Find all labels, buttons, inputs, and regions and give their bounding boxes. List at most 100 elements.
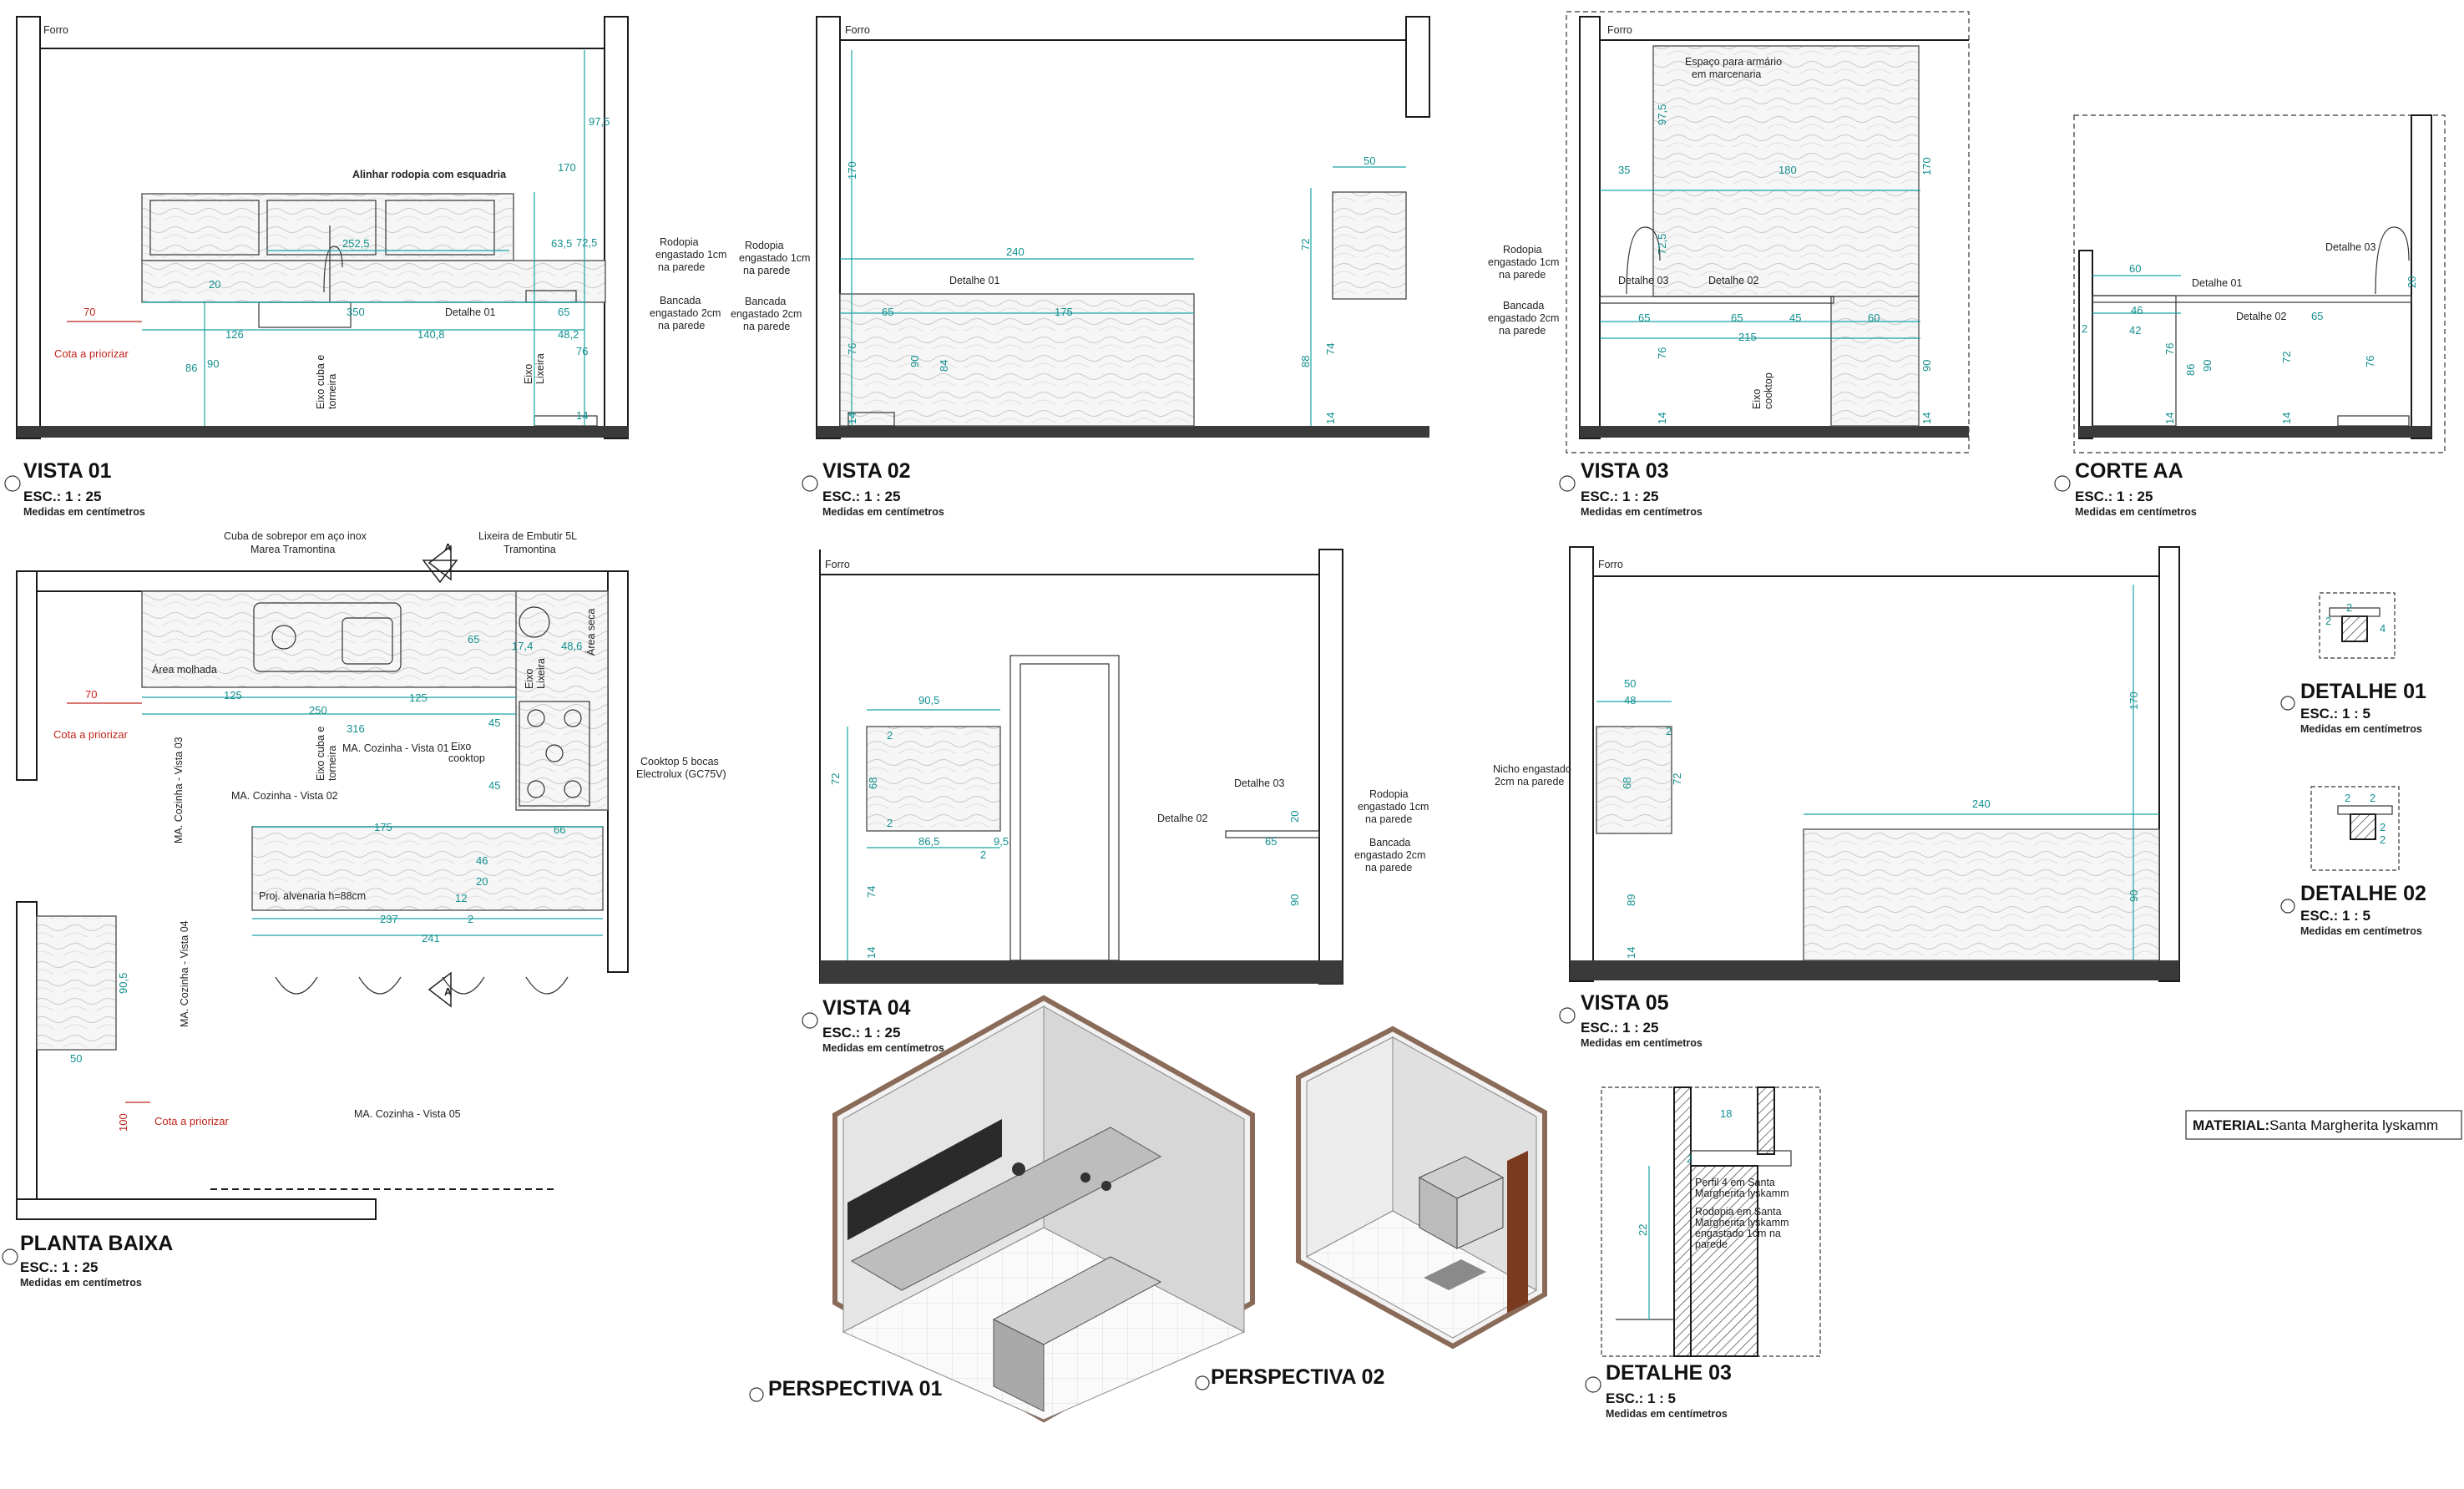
v04-dim-86-5: 86,5 xyxy=(918,835,939,848)
v03-dim-215: 215 xyxy=(1738,331,1757,343)
v03-detalhe02: Detalhe 02 xyxy=(1708,275,1759,286)
v02-dim-240: 240 xyxy=(1006,246,1025,258)
corte-dim-60: 60 xyxy=(2129,262,2141,275)
v02-dim-170: 170 xyxy=(846,161,858,180)
planta-dim-90-5: 90,5 xyxy=(117,973,129,994)
det03-dim-18: 18 xyxy=(1720,1107,1732,1120)
v03-bancada-1: Bancada xyxy=(1503,300,1544,311)
vista-02: Forro 170 240 50 72 65 175 76 90 84 88 7… xyxy=(731,16,1430,518)
v05-dim-2: 2 xyxy=(1666,725,1672,737)
corte-aa-title: CORTE AA xyxy=(2075,459,2183,483)
planta-eixo-cooktop-1: Eixo xyxy=(451,741,471,752)
v04-dim-74: 74 xyxy=(865,886,878,898)
detalhe-02-medidas: Medidas em centímetros xyxy=(2300,925,2422,937)
planta-dim-175: 175 xyxy=(374,821,392,833)
v03-bancada-3: na parede xyxy=(1499,325,1546,337)
v04-dim-90: 90 xyxy=(1288,894,1301,906)
v05-forro: Forro xyxy=(1598,559,1623,570)
v01-rodopia-2: engastado 1cm xyxy=(655,249,726,261)
vista-05-title: VISTA 05 xyxy=(1581,991,1669,1015)
corte-detalhe01: Detalhe 01 xyxy=(2192,277,2243,289)
v01-eixo-cuba-2: torneira xyxy=(326,374,338,409)
detalhe-01-title: DETALHE 01 xyxy=(2300,680,2426,703)
v04-bancada-2: engastado 2cm xyxy=(1354,849,1425,861)
v05-dim-68: 68 xyxy=(1621,777,1633,789)
vista-04-esc: ESC.: xyxy=(822,1025,860,1041)
v01-dim-140-8: 140,8 xyxy=(417,328,445,341)
vista-04: Forro 90,5 72 68 86,5 9,5 2 2 20 65 74 9… xyxy=(802,549,1429,1054)
v01-dim-86: 86 xyxy=(185,362,197,374)
v01-dim-65: 65 xyxy=(558,306,569,318)
detalhe-02: 2 2 2 2 DETALHE 02 ESC.: 1 : 5 Medidas e… xyxy=(2280,786,2426,937)
v03-dim-90: 90 xyxy=(1920,360,1933,372)
vista-03: Forro 97,5 35 180 170 72,5 65 65 45 60 2… xyxy=(1488,11,1970,518)
v03-dim-65-b: 65 xyxy=(1731,311,1743,324)
v03-dim-45: 45 xyxy=(1789,311,1801,324)
v01-rodopia-1: Rodopia xyxy=(660,236,699,248)
corte-aa-scale: 1 : 25 xyxy=(2117,489,2153,504)
corte-dim-14-b: 14 xyxy=(2280,413,2293,424)
v04-dim-2-b: 2 xyxy=(887,817,893,829)
vista-04-medidas: Medidas em centímetros xyxy=(822,1042,944,1054)
planta-eixo-cuba-2: torneira xyxy=(326,746,338,781)
planta-dim-17-4: 17,4 xyxy=(512,640,533,652)
vista-01-scale: 1 : 25 xyxy=(65,489,101,504)
v02-dim-90: 90 xyxy=(908,356,921,367)
v02-dim-65: 65 xyxy=(882,306,893,318)
vista-04-title: VISTA 04 xyxy=(822,996,911,1020)
planta-area-molhada: Área molhada xyxy=(152,663,217,676)
corte-aa-esc: ESC.: xyxy=(2075,489,2112,504)
planta-ma-v03: MA. Cozinha - Vista 03 xyxy=(173,737,185,843)
v05-dim-72: 72 xyxy=(1671,773,1683,785)
det02-dim-2-b: 2 xyxy=(2370,792,2375,804)
v05-dim-14: 14 xyxy=(1625,947,1637,959)
v04-detalhe03: Detalhe 03 xyxy=(1234,777,1285,789)
detalhe-03-title: DETALHE 03 xyxy=(1606,1361,1732,1385)
v01-dim-90: 90 xyxy=(207,357,219,370)
v01-bancada-3: na parede xyxy=(658,320,705,332)
v02-rodopia-3: na parede xyxy=(743,265,790,276)
planta-lixeira-2: Tramontina xyxy=(503,544,556,555)
material-box: MATERIAL: Santa Margherita lyskamm xyxy=(2185,1110,2462,1140)
vista-03-medidas: Medidas em centímetros xyxy=(1581,506,1703,518)
v02-dim-14-b: 14 xyxy=(1324,413,1337,424)
corte-dim-76: 76 xyxy=(2163,343,2176,355)
v04-rodopia-3: na parede xyxy=(1365,813,1412,825)
det03-dim-22: 22 xyxy=(1637,1224,1649,1236)
v04-dim-65: 65 xyxy=(1265,835,1277,848)
v02-dim-14-a: 14 xyxy=(846,413,858,424)
det02-dim-2-a: 2 xyxy=(2345,792,2350,804)
v01-dim-70: 70 xyxy=(83,306,95,318)
planta-section-mark-bottom: A xyxy=(444,986,452,998)
v05-dim-170: 170 xyxy=(2128,691,2140,710)
perspectiva-01: PERSPECTIVA 01 xyxy=(749,995,1255,1423)
det03-note-2: Margherita lyskamm xyxy=(1695,1188,1789,1199)
v05-dim-48: 48 xyxy=(1624,694,1636,707)
v03-dim-60: 60 xyxy=(1868,311,1880,324)
v02-dim-175: 175 xyxy=(1055,306,1073,318)
v02-rodopia-1: Rodopia xyxy=(745,240,784,251)
det03-note-6: parede xyxy=(1695,1238,1728,1250)
detalhe-02-esc: ESC.: xyxy=(2300,908,2338,924)
v03-dim-170: 170 xyxy=(1920,157,1933,175)
v01-dim-63-5: 63,5 xyxy=(551,237,572,250)
v03-dim-180: 180 xyxy=(1778,164,1797,176)
v01-dim-76: 76 xyxy=(576,345,588,357)
detalhe-03-esc: ESC.: xyxy=(1606,1390,1643,1406)
corte-aa-medidas: Medidas em centímetros xyxy=(2075,506,2197,518)
corte-dim-2: 2 xyxy=(2082,322,2087,335)
v03-dim-14-b: 14 xyxy=(1920,413,1933,424)
detalhe-03-medidas: Medidas em centímetros xyxy=(1606,1408,1728,1420)
planta-dim-45-b: 45 xyxy=(488,779,500,792)
v03-eixo-cooktop-2: cooktop xyxy=(1763,372,1774,409)
planta-dim-316: 316 xyxy=(347,722,365,735)
v04-forro: Forro xyxy=(825,559,850,570)
v03-eixo-cooktop-1: Eixo xyxy=(1751,389,1763,409)
det03-dim-2: 2 xyxy=(1687,1152,1692,1165)
v05-dim-90: 90 xyxy=(2128,890,2140,902)
v03-espaco-2: em marcenaria xyxy=(1692,68,1761,80)
v03-rodopia-1: Rodopia xyxy=(1503,244,1542,256)
v03-dim-35: 35 xyxy=(1618,164,1630,176)
v01-eixo-lixeira-2: Lixeira xyxy=(534,353,546,384)
